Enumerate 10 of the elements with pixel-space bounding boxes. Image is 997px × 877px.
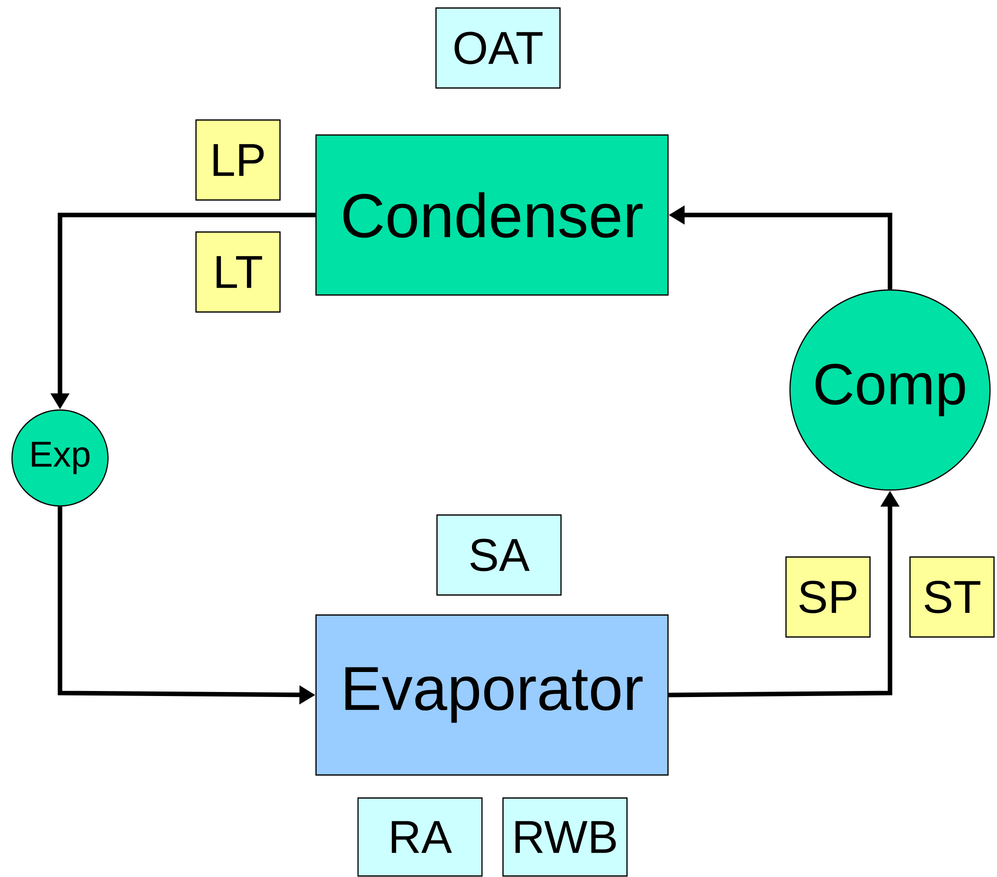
sensor-label: OAT <box>435 7 561 89</box>
sensor-label: LT <box>195 231 281 313</box>
sensor-label: LP <box>195 119 281 201</box>
evaporator-box: Evaporator <box>315 614 669 776</box>
sensor-label: SA <box>436 514 562 596</box>
condenser-box: Condenser <box>315 134 669 296</box>
sensor-label: RWB <box>502 797 628 877</box>
sensor-label: SP <box>785 556 871 638</box>
sensor-label: ST <box>909 556 995 638</box>
sensor-label: RA <box>357 797 483 877</box>
